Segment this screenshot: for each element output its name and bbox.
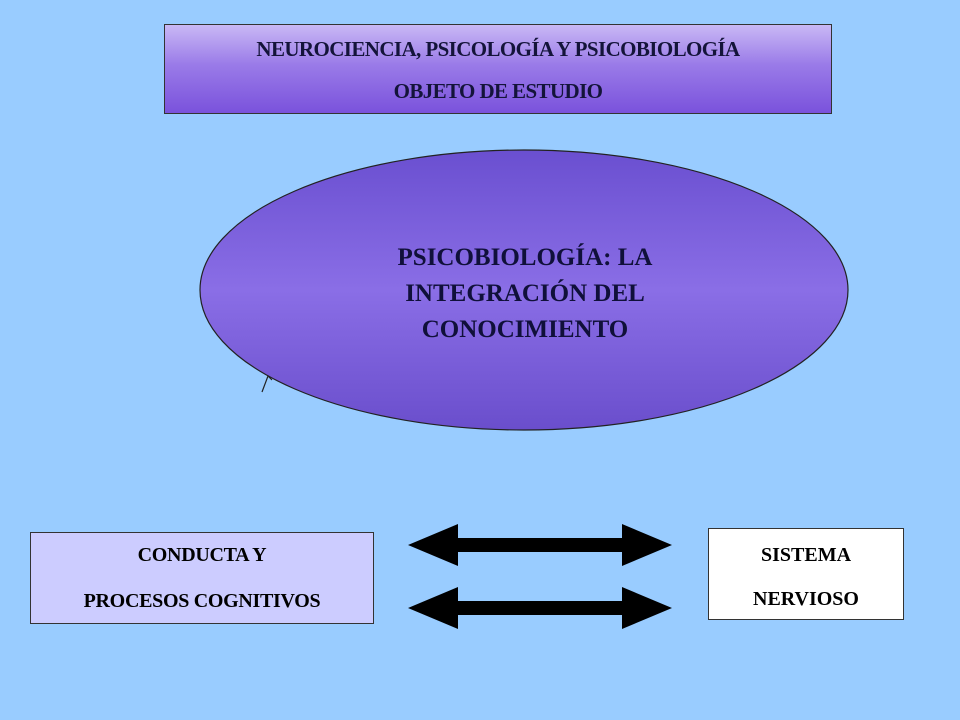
center-ellipse — [199, 149, 849, 431]
bidirectional-arrow-top — [408, 524, 672, 566]
center-node-label: PSICOBIOLOGÍA: LA INTEGRACIÓN DEL CONOCI… — [397, 244, 653, 343]
left-node-line-1: CONDUCTA Y — [137, 544, 267, 566]
left-node-box: CONDUCTA Y PROCESOS COGNITIVOS — [30, 532, 374, 624]
connector-tick — [261, 374, 273, 393]
title-line-1: NEUROCIENCIA, PSICOLOGÍA Y PSICOBIOLOGÍA — [256, 37, 740, 61]
bidirectional-arrow-bottom — [408, 587, 672, 629]
right-node-box: SISTEMA NERVIOSO — [708, 528, 904, 620]
right-node-line-1: SISTEMA — [760, 544, 852, 566]
title-box: NEUROCIENCIA, PSICOLOGÍA Y PSICOBIOLOGÍA… — [164, 24, 832, 114]
right-node-line-2: NERVIOSO — [753, 588, 859, 610]
title-line-2: OBJETO DE ESTUDIO — [393, 79, 603, 103]
left-node-line-2: PROCESOS COGNITIVOS — [83, 590, 321, 612]
